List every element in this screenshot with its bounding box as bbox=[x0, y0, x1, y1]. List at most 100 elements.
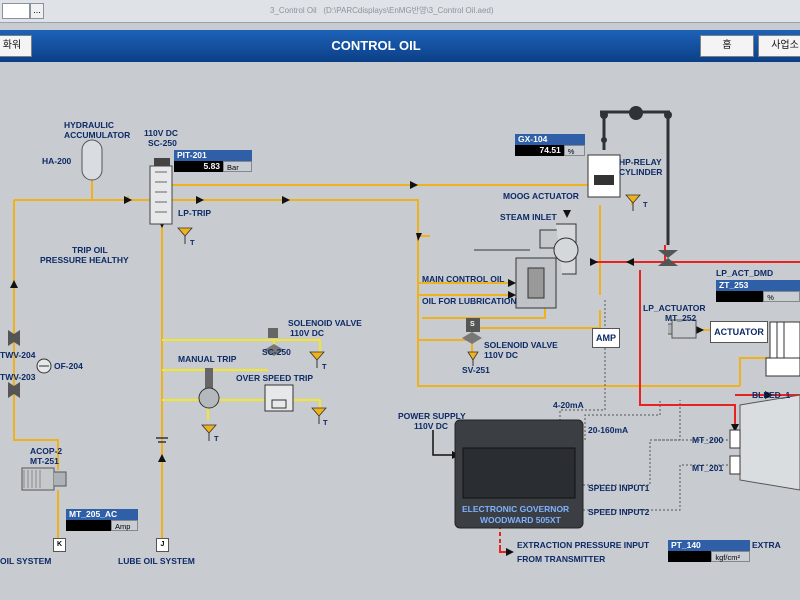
acop-motor bbox=[21, 467, 67, 491]
pressure-healthy-label: PRESSURE HEALTHY bbox=[40, 255, 129, 265]
mt205-value bbox=[66, 520, 112, 531]
j-connector: J bbox=[156, 538, 169, 552]
power-supply-label: POWER SUPPLY bbox=[398, 411, 466, 421]
oil-lines bbox=[13, 180, 770, 540]
t-label: T bbox=[322, 362, 327, 371]
pt140-name: PT_140 bbox=[668, 540, 750, 551]
gx104-name: GX-104 bbox=[515, 134, 585, 145]
20-160ma-label: 20-160mA bbox=[588, 425, 629, 435]
tank-symbol bbox=[156, 437, 168, 443]
zt253-unit: % bbox=[763, 291, 800, 302]
lp-trip-sc250-label: SC-250 bbox=[148, 138, 177, 148]
governor-model-label: WOODWARD 505XT bbox=[480, 515, 561, 525]
s-label: S bbox=[470, 321, 475, 328]
solenoid-110vdc-label: 110V DC bbox=[290, 328, 325, 338]
governor-label: ELECTRONIC GOVERNOR bbox=[462, 504, 570, 514]
back-button[interactable]: 화워 bbox=[0, 35, 32, 57]
lube-oil-system-label: LUBE OIL SYSTEM bbox=[118, 556, 195, 566]
over-speed-trip-symbol bbox=[264, 384, 294, 412]
solenoid-valve-2 bbox=[462, 318, 482, 344]
lp-trip-label: LP-TRIP bbox=[178, 208, 212, 218]
lp-act-dmd-label: LP_ACT_DMD bbox=[716, 268, 774, 278]
solenoid-valve-1 bbox=[264, 328, 284, 356]
pit201-unit: Bar bbox=[223, 161, 252, 172]
4-20ma-label: 4-20mA bbox=[553, 400, 584, 410]
bleed1-label: BLEED_1 bbox=[752, 390, 791, 400]
mt200-label: MT_200 bbox=[692, 435, 724, 445]
steam-inlet-label: STEAM INLET bbox=[500, 212, 557, 222]
gx104-value: 74.51 bbox=[515, 145, 564, 156]
of204-filter bbox=[36, 358, 52, 374]
acop2-label: ACOP-2 bbox=[30, 446, 63, 456]
power-110vdc-label: 110V DC bbox=[414, 421, 449, 431]
sv-110vdc-label: 110V DC bbox=[484, 350, 519, 360]
from-transmitter-label: FROM TRANSMITTER bbox=[517, 554, 606, 564]
hp-relay-cylinder bbox=[587, 154, 621, 198]
drain-t-stems bbox=[184, 203, 634, 441]
of204-label: OF-204 bbox=[54, 361, 83, 371]
moog-actuator-label: MOOG ACTUATOR bbox=[503, 191, 579, 201]
hydraulic-accumulator-symbol bbox=[81, 139, 103, 181]
lp-actuator-label: LP_ACTUATOR bbox=[643, 303, 706, 313]
mt252-label: MT_252 bbox=[665, 313, 697, 323]
gx104-display[interactable]: GX-104 74.51% bbox=[515, 134, 585, 156]
manual-trip-label: MANUAL TRIP bbox=[178, 354, 237, 364]
page-title: CONTROL OIL bbox=[331, 38, 421, 53]
steam-valve bbox=[474, 223, 579, 309]
solenoid-valve-2-label: SOLENOID VALVE bbox=[484, 340, 558, 350]
k-connector: K bbox=[53, 538, 66, 552]
over-speed-trip-label: OVER SPEED TRIP bbox=[236, 373, 313, 383]
t-label: T bbox=[190, 238, 195, 247]
pit201-name: PIT-201 bbox=[174, 150, 252, 161]
amp-box: AMP bbox=[592, 328, 620, 348]
t-label: T bbox=[643, 200, 648, 209]
ha200-label: HA-200 bbox=[42, 156, 72, 166]
pt140-display[interactable]: PT_140 kgf/cm² bbox=[668, 540, 750, 562]
power-line bbox=[432, 430, 455, 456]
gx104-unit: % bbox=[563, 145, 585, 156]
pt140-value bbox=[668, 551, 712, 562]
mt205-name: MT_205_AC bbox=[66, 509, 138, 520]
speed-input2-label: SPEED INPUT2 bbox=[588, 507, 650, 517]
window-combo-button[interactable]: ... bbox=[30, 3, 44, 19]
speed-input1-label: SPEED INPUT1 bbox=[588, 483, 650, 493]
linkage-pivots bbox=[600, 106, 672, 143]
home-button[interactable]: 홈 bbox=[700, 35, 754, 57]
pt140-unit: kgf/cm² bbox=[711, 551, 750, 562]
window-combo[interactable] bbox=[2, 3, 30, 19]
extraction-pressure-input-label: EXTRACTION PRESSURE INPUT bbox=[517, 540, 650, 550]
mt205-unit: Amp bbox=[111, 520, 138, 531]
hp-relay-valve bbox=[658, 250, 678, 266]
mt201-label: MT_201 bbox=[692, 463, 724, 473]
trip-oil-label: TRIP OIL bbox=[72, 245, 108, 255]
t-label: T bbox=[323, 418, 328, 427]
mt205-display[interactable]: MT_205_AC Amp bbox=[66, 509, 138, 531]
twv204-label: TWV-204 bbox=[0, 350, 36, 360]
pit201-value: 5.83 bbox=[174, 161, 224, 172]
lp-cylinder bbox=[765, 321, 800, 377]
sv251-label: SV-251 bbox=[462, 365, 490, 375]
flow-arrows bbox=[10, 181, 773, 556]
manual-trip-symbol bbox=[198, 368, 220, 409]
t-label: T bbox=[214, 434, 219, 443]
governor-box bbox=[454, 419, 584, 529]
window-titlebar: ... 3_Control Oil (D:\PARCdisplays\EnMG반… bbox=[0, 0, 800, 23]
site-button[interactable]: 사업소 bbox=[758, 35, 800, 57]
zt253-name: ZT_253 bbox=[716, 280, 800, 291]
lp-actuator-motor bbox=[668, 319, 697, 339]
mt251-label: MT-251 bbox=[30, 456, 59, 466]
page-header: 화워 CONTROL OIL 홈 사업소 bbox=[0, 30, 800, 62]
turbine-body bbox=[729, 394, 800, 491]
hp-relay-label: HP-RELAY bbox=[619, 157, 662, 167]
twv-valves bbox=[8, 330, 20, 398]
sc250-label: SC-250 bbox=[262, 347, 291, 357]
zt253-display[interactable]: ZT_253 % bbox=[716, 280, 800, 302]
cylinder-label: CYLINDER bbox=[619, 167, 663, 177]
main-control-oil-label: MAIN CONTROL OIL bbox=[422, 274, 505, 284]
actuator-box: ACTUATOR bbox=[710, 321, 768, 343]
oil-system-label: OIL SYSTEM bbox=[0, 556, 52, 566]
oil-for-lubrication-label: OIL FOR LUBRICATION bbox=[422, 296, 517, 306]
